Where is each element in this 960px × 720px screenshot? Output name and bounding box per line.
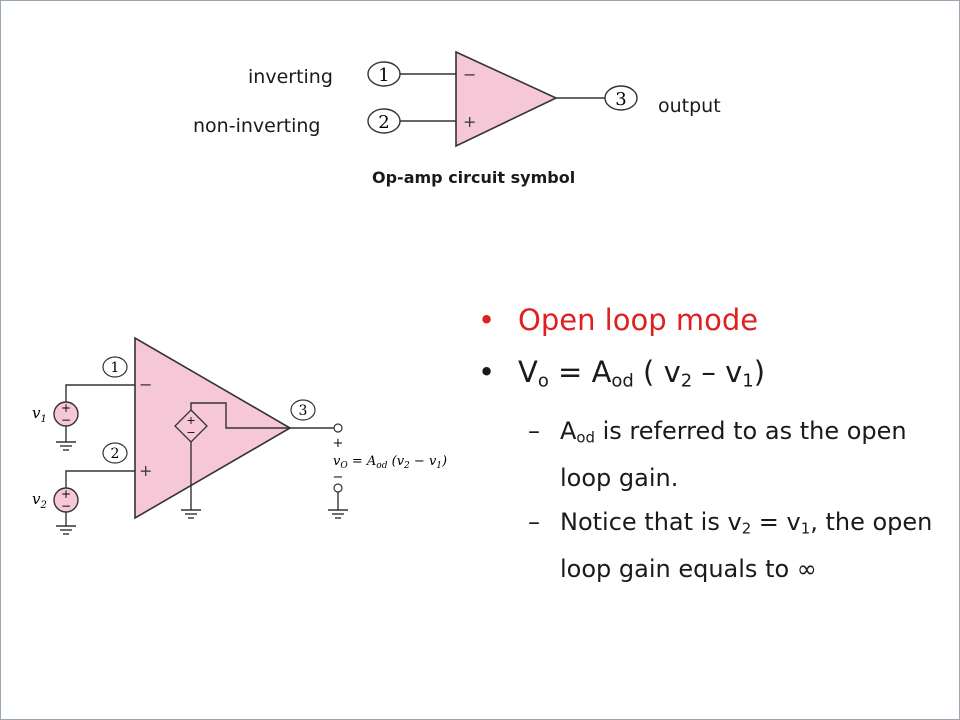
- pin-1-number: 1: [378, 65, 389, 86]
- pin-3-circle: [604, 85, 638, 111]
- svg-text:1: 1: [111, 360, 120, 376]
- inverting-sign: −: [463, 65, 476, 84]
- svg-text:−: −: [61, 413, 71, 427]
- pin-2-circle: [367, 108, 401, 134]
- bullet-open-loop: •Open loop mode: [478, 303, 759, 337]
- svg-text:2: 2: [111, 446, 120, 462]
- non-inverting-label: non-inverting: [193, 115, 321, 137]
- svg-text:+: +: [61, 401, 71, 415]
- opamp-triangle: [455, 50, 558, 148]
- svg-text:3: 3: [299, 403, 308, 419]
- output-label: output: [658, 95, 721, 117]
- svg-text:+: +: [186, 414, 195, 427]
- circuit-pin-2: [102, 442, 128, 464]
- open-loop-title: Open loop mode: [518, 303, 759, 337]
- inverting-label: inverting: [248, 66, 333, 88]
- subbullet-notice: –Notice that is v2 = v1, the open loop g…: [528, 508, 933, 583]
- output-expression: vO = Aod (v2 − v1): [333, 454, 447, 471]
- circuit-pin-3: [290, 399, 316, 421]
- circuit-opamp-triangle: [134, 336, 292, 520]
- bullet-vo-equation: •Vo = Aod ( v2 – v1): [478, 355, 766, 392]
- svg-text:v2: v2: [32, 490, 47, 511]
- pin-1-circle: [367, 61, 401, 87]
- svg-text:v1: v1: [32, 404, 47, 425]
- opamp-symbol-diagram: − + 1 2 3: [367, 50, 638, 148]
- svg-text:−: −: [61, 499, 71, 513]
- noninverting-sign: +: [463, 112, 476, 131]
- circuit-pin-1: [102, 356, 128, 378]
- svg-text:−: −: [186, 426, 195, 439]
- open-loop-circuit-diagram: − + + − 1 v1 + − 2 v2 + − 3 + − vO = Aod…: [32, 336, 447, 535]
- circuit-noninverting-sign: +: [139, 461, 152, 480]
- circuit-inverting-sign: −: [139, 375, 152, 394]
- svg-text:+: +: [61, 487, 71, 501]
- svg-text:−: −: [333, 470, 344, 485]
- bullet-list: •Open loop mode •Vo = Aod ( v2 – v1) –Ao…: [478, 298, 948, 593]
- pin-2-number: 2: [378, 112, 389, 133]
- symbol-caption: Op-amp circuit symbol: [372, 168, 576, 187]
- subbullet-aod: –Aod is referred to as the open loop gai…: [528, 417, 907, 493]
- pin-3-number: 3: [615, 89, 626, 110]
- svg-text:+: +: [333, 436, 344, 451]
